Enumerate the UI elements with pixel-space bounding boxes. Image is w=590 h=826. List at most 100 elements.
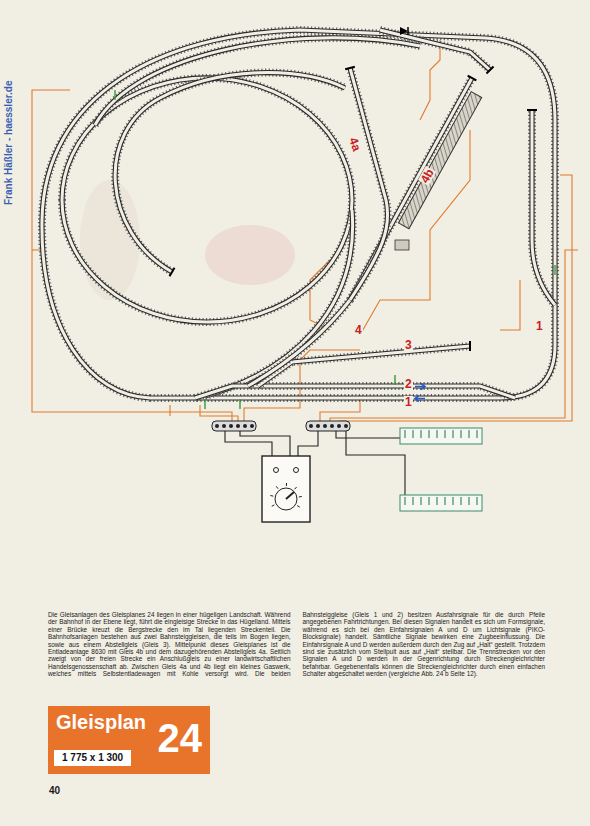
title-word: Gleisplan [56,712,146,732]
switch-lever [420,430,421,438]
track-rails [195,386,515,398]
track-rails [42,30,555,398]
track-number: 1 [404,396,413,408]
connector-block [306,421,350,431]
cable [298,431,318,456]
connector-socket [316,424,320,428]
switch-lever [476,497,477,505]
track-gap [115,73,345,272]
track-sleepers [115,73,345,272]
track-gap [205,210,353,396]
cable [240,431,290,456]
track-gap [532,110,555,305]
switch-lever [436,497,437,505]
track-rails [532,110,555,305]
track-sleepers [205,210,353,396]
track-rails [95,38,420,125]
switch-lever [444,430,445,438]
connector-socket [337,424,341,428]
dial-tick [276,486,278,488]
isolating-joint [204,399,205,409]
control-socket [274,468,279,473]
track-sleepers [380,30,490,70]
track-gap [42,30,555,398]
gas-works [395,240,409,250]
track-rails [258,346,470,386]
diode-bar [407,27,409,35]
page-number: 40 [48,786,61,796]
buffer-stop [469,341,471,351]
switch-lever [412,497,413,505]
diode-triangle [400,27,408,35]
switch-lever [468,497,469,505]
switch-lever [420,497,421,505]
paper-bleed [80,180,140,300]
control-unit [262,456,310,522]
switch-lever [460,497,461,505]
connector-socket [330,424,334,428]
plan-number: 24 [158,718,203,758]
signal-arrow [415,396,425,402]
isolating-joint [554,265,555,275]
isolating-joint [394,375,395,385]
switch-lever [452,430,453,438]
body-text: Die Gleisanlagen des Gleisplanes 24 lieg… [48,611,545,678]
track-number: 4a [347,135,364,154]
cable [225,431,272,456]
buffer-stop [170,268,175,277]
track-gap [350,68,388,300]
switch-strip [400,495,482,511]
control-wire [32,249,40,250]
control-wire [420,40,440,120]
track-rails [248,300,350,386]
switch-lever [428,430,429,438]
switch-lever [476,430,477,438]
control-wire [500,280,520,330]
scale-dimension: 1 775 x 1 300 [54,750,131,766]
track-sleepers [195,386,515,398]
switch-lever [404,497,405,505]
dial-tick [272,505,275,506]
watermark: Frank Häßler - haessler.de [4,80,14,205]
track-gap [248,300,350,386]
isolating-joint [239,399,240,409]
track-sleepers [95,38,420,125]
track-gap [195,386,515,398]
switch-strip [400,428,482,444]
connector-socket [215,424,219,428]
connector-socket [323,424,327,428]
switch-lever [444,497,445,505]
signal-arrow [415,384,425,390]
dial-tick [286,483,287,486]
buffer-stop [486,66,493,73]
track-sleepers [248,300,350,386]
dial-pointer [286,492,294,499]
unloading-ramp [398,92,481,229]
dial-tick [299,496,302,497]
track-number: 2 [404,378,413,390]
dial-tick [270,495,273,497]
track-rails [350,68,388,300]
unloading-facility [398,92,481,229]
track-rails [205,210,353,396]
connector-socket [309,424,313,428]
track-rails [380,30,490,70]
track-gap [380,30,490,70]
dial-tick [295,487,297,489]
switch-lever [436,430,437,438]
switch-lever [412,430,413,438]
connector-socket [229,424,233,428]
control-socket [294,468,299,473]
title-box: Gleisplan 1 775 x 1 300 24 [48,706,210,774]
switch-lever [404,430,405,438]
dial-tick [297,506,300,508]
switch-lever [452,497,453,505]
track-number: 1 [535,320,544,332]
isolating-joint [114,90,115,100]
paper-bleed [205,225,295,285]
track-number: 3 [404,339,413,351]
control-wire [169,405,170,416]
track-number: 4b [418,166,436,186]
